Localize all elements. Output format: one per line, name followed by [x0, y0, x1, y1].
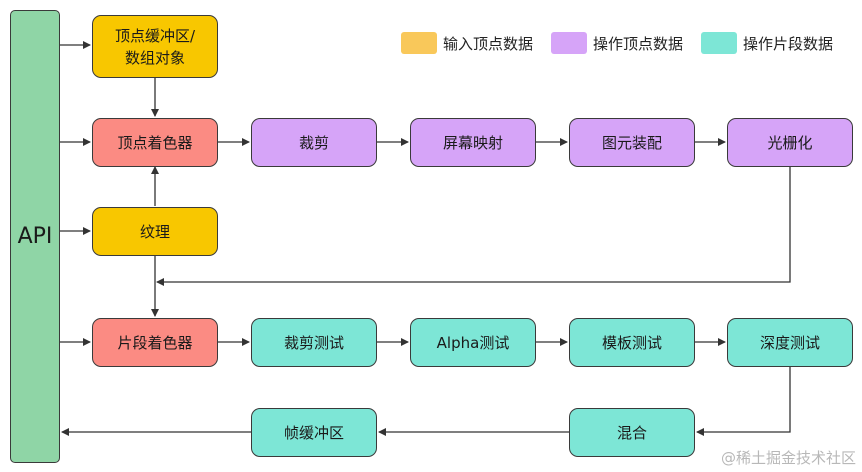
api-label: API [17, 224, 53, 249]
legend-label-fragment-op: 操作片段数据 [743, 34, 834, 53]
node-blending: 混合 [569, 408, 695, 457]
node-frame-buffer: 帧缓冲区 [251, 408, 377, 457]
node-stencil-test: 模板测试 [569, 318, 695, 367]
legend-label-vertex-op: 操作顶点数据 [593, 34, 684, 53]
legend-label-input: 输入顶点数据 [443, 34, 534, 53]
legend-swatch-vertex-op [551, 32, 587, 54]
edge-rasterization-return [156, 166, 791, 286]
legend-item-input: 输入顶点数据 [401, 32, 533, 54]
legend-swatch-input [401, 32, 437, 54]
node-primitive-assembly: 图元装配 [569, 118, 695, 167]
legend-item-vertex-op: 操作顶点数据 [551, 32, 683, 54]
api-bar: API [10, 10, 60, 463]
node-fragment-shader: 片段着色器 [92, 318, 218, 367]
node-vertex-shader: 顶点着色器 [92, 118, 218, 167]
edge-depth-blending [696, 367, 791, 436]
legend-swatch-fragment-op [701, 32, 737, 54]
node-rasterization: 光栅化 [727, 118, 853, 167]
watermark-text: @稀土掘金技术社区 [720, 449, 856, 467]
node-screen-mapping: 屏幕映射 [410, 118, 536, 167]
node-depth-test: 深度测试 [727, 318, 853, 367]
node-vertex-buffer: 顶点缓冲区/ 数组对象 [92, 15, 218, 78]
node-texture: 纹理 [92, 207, 218, 256]
legend-item-fragment-op: 操作片段数据 [701, 32, 833, 54]
node-clipping: 裁剪 [251, 118, 377, 167]
node-scissor-test: 裁剪测试 [251, 318, 377, 367]
node-alpha-test: Alpha测试 [410, 318, 536, 367]
